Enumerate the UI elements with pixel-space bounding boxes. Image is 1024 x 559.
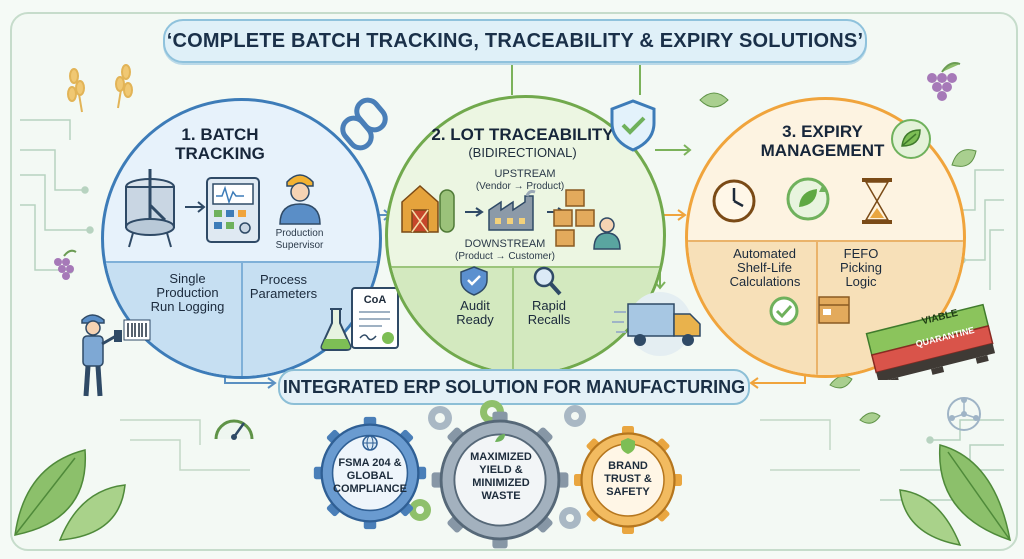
expiry-item2-line3: Logic	[845, 274, 877, 289]
batch-item1-line2: Production	[156, 285, 219, 300]
gear2-line3: MINIMIZED	[472, 477, 530, 489]
wheat-icon	[67, 64, 133, 113]
expiry-item2-line2: Picking	[840, 260, 882, 275]
flask-icon	[320, 308, 352, 351]
lot-lower-panel	[388, 266, 663, 373]
role-label-line2: Supervisor	[275, 240, 324, 251]
lot-heading: 2. LOT TRACEABILITY	[431, 125, 614, 144]
leaf-icon	[495, 434, 505, 442]
circuit-lines-bottom	[120, 419, 860, 471]
gear1-line2: GLOBAL	[346, 470, 394, 482]
recycle-leaf-icon	[786, 177, 830, 221]
clock-icon	[712, 179, 756, 223]
leaf-icon	[891, 119, 931, 159]
arrow-icon	[185, 201, 206, 213]
erp-banner: INTEGRATED ERP SOLUTION FOR MANUFACTURIN…	[278, 369, 750, 405]
expiry-item1-line3: Calculations	[729, 274, 801, 289]
lot-subheading: (BIDIRECTIONAL)	[468, 145, 577, 160]
boxes-icon	[553, 189, 595, 247]
lot-item1-line2: Ready	[456, 312, 494, 327]
gear2-line1: MAXIMIZED	[470, 451, 532, 463]
network-icon	[947, 397, 981, 431]
hourglass-icon	[862, 178, 892, 224]
batch-item2-line1: Process	[260, 272, 307, 287]
gauge-icon	[214, 419, 254, 440]
lot-divider	[512, 266, 514, 373]
worker-icon	[279, 174, 321, 225]
upstream-label: UPSTREAM	[494, 168, 556, 180]
grapes-icon	[54, 249, 77, 280]
gear1-line3: COMPLIANCE	[333, 483, 407, 495]
mixing-tank-icon	[125, 169, 175, 248]
downstream-label: DOWNSTREAM	[464, 238, 546, 250]
batch-heading-line1: 1. BATCH	[181, 125, 259, 144]
gear1-line1: FSMA 204 &	[338, 457, 402, 469]
upstream-detail: (Vendor → Product)	[475, 181, 565, 192]
lot-item2-line1: Rapid	[532, 298, 566, 313]
gears-group	[313, 400, 682, 549]
expiry-divider	[816, 240, 818, 375]
pallet-icon	[865, 303, 996, 380]
gear-icon	[574, 426, 682, 534]
shield-check-icon	[621, 438, 635, 454]
arrow-icon	[465, 207, 484, 217]
expiry-heading-line2: MANAGEMENT	[760, 141, 885, 160]
document-label: CoA	[363, 294, 387, 306]
barcode-scanner-icon	[81, 314, 151, 397]
batch-divider	[241, 261, 243, 376]
expiry-item2-line1: FEFO	[843, 246, 879, 261]
batch-item1-line3: Run Logging	[150, 299, 225, 314]
page-title: ‘COMPLETE BATCH TRACKING, TRACEABILITY &…	[163, 19, 867, 63]
leaf-icon	[14, 444, 1011, 546]
expiry-item1-line1: Automated	[733, 246, 796, 261]
gear3-line2: TRUST &	[604, 473, 652, 485]
downstream-detail: (Product → Customer)	[454, 251, 556, 262]
document-icon	[351, 287, 399, 349]
magnifier-icon	[533, 266, 562, 296]
shield-check-icon	[610, 99, 656, 152]
gear-icon	[428, 405, 586, 529]
lot-item1-line1: Audit	[460, 298, 490, 313]
gear-icon	[431, 411, 569, 549]
box-icon	[818, 296, 850, 324]
gear2-line2: YIELD &	[479, 464, 523, 476]
barn-icon	[401, 184, 455, 233]
chain-link-icon	[340, 97, 388, 151]
batch-item1-line1: Single	[169, 271, 206, 286]
gear3-line1: BRAND	[608, 460, 648, 472]
expiry-heading-line1: 3. EXPIRY	[782, 122, 863, 141]
globe-icon	[362, 435, 378, 451]
gear-icon	[313, 416, 427, 530]
batch-heading-line2: TRACKING	[175, 144, 265, 163]
lot-traceability-circle	[385, 95, 666, 376]
batch-item2-line2: Parameters	[249, 286, 318, 301]
gear2-line4: WASTE	[481, 490, 521, 502]
grapes-icon	[927, 62, 961, 101]
person-icon	[593, 217, 621, 250]
truck-icon	[612, 292, 701, 356]
gear3-line3: SAFETY	[606, 486, 650, 498]
shield-check-icon	[460, 266, 488, 296]
lot-item2-line2: Recalls	[527, 312, 571, 327]
factory-icon	[488, 190, 536, 231]
expiry-item1-line2: Shelf-Life	[737, 260, 792, 275]
control-panel-icon	[206, 177, 260, 243]
check-circle-icon	[769, 296, 799, 326]
role-label-line1: Production	[275, 228, 324, 239]
circuit-lines-left	[20, 119, 94, 274]
